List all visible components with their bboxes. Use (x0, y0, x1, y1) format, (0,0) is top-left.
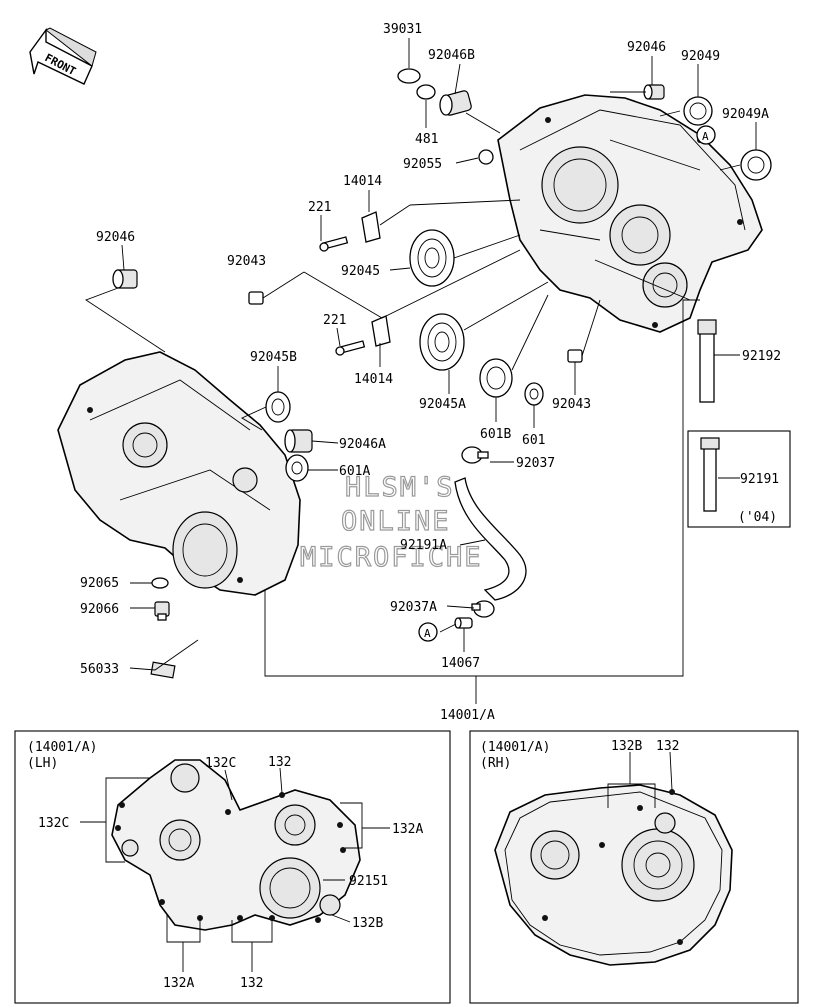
watermark-line2: ONLINE (341, 506, 451, 537)
o-ring-92055 (478, 149, 494, 165)
label-39031: 39031 (383, 22, 422, 37)
label-481: 481 (415, 132, 438, 147)
needle-bearing-92046b (439, 90, 472, 116)
label-92043-a: 92043 (227, 254, 266, 269)
tube-92191 (700, 437, 720, 512)
inset-lh-subtitle: (LH) (27, 756, 58, 771)
plate-14014-b (371, 315, 391, 347)
needle-bearing-92046-top (643, 84, 665, 100)
label-92045: 92045 (341, 264, 380, 279)
plug-92066 (154, 601, 170, 621)
clamp-92037 (461, 446, 489, 464)
label-14067: 14067 (441, 656, 480, 671)
hose-92191a (454, 477, 527, 601)
label-92045b: 92045B (250, 350, 297, 365)
label-601b: 601B (480, 427, 511, 442)
label-92049: 92049 (681, 49, 720, 64)
inset-lh-label-132c-left: 132C (38, 816, 69, 831)
inset-rh: (14001/A) (RH) 132B 132 (469, 730, 799, 1004)
label-14001a: 14001/A (440, 708, 495, 723)
needle-bearing-92046-left (112, 269, 138, 289)
ball-bearing-92045 (409, 229, 455, 287)
inset-lh-label-92151: 92151 (349, 874, 388, 889)
inset-lh-label-132c-top: 132C (205, 756, 236, 771)
label-92065: 92065 (80, 576, 119, 591)
oil-seal-92049a (740, 149, 772, 181)
watermark-line3: MICROFICHE (300, 542, 483, 573)
label-92049a: 92049A (722, 107, 769, 122)
label-92046b: 92046B (428, 48, 475, 63)
inset-lh-label-132a-bottom: 132A (163, 976, 194, 991)
label-221-b: 221 (323, 313, 346, 328)
bearing-601b (479, 358, 513, 398)
label-92191: 92191 (740, 472, 779, 487)
label-92045a: 92045A (419, 397, 466, 412)
pin-92043-b (567, 349, 583, 363)
watermark: HLSM'S ONLINE MICROFICHE (299, 471, 483, 573)
watermark-line1: HLSM'S (345, 472, 455, 503)
label-601: 601 (522, 433, 545, 448)
fitting-14067 (454, 617, 473, 629)
inset-lh-label-132-top: 132 (268, 755, 291, 770)
inset-lh: (14001/A) (LH) 132C (14, 730, 451, 1004)
label-92192: 92192 (742, 349, 781, 364)
callout-a-circle-1 (696, 125, 716, 145)
inset-lh-label-132-bottom: 132 (240, 976, 263, 991)
screw-221-a (319, 236, 349, 252)
plate-14014-a (361, 211, 381, 243)
needle-bearing-92046a (284, 429, 313, 453)
inset-rh-subtitle: (RH) (480, 756, 511, 771)
callout-a-circle-2 (418, 622, 438, 642)
label-04: ('04) (738, 510, 777, 525)
crankcase-lh-illustration (57, 351, 301, 596)
part-labels: 39031 92046B 481 92055 92046 92049 92049… (80, 22, 781, 723)
ball-bearing-92045a (419, 313, 465, 371)
bearing-601a (285, 454, 309, 482)
front-arrow-icon: FRONT (29, 27, 97, 85)
label-92046a: 92046A (339, 437, 386, 452)
inset-rh-label-132b: 132B (611, 739, 642, 754)
label-92046-left: 92046 (96, 230, 135, 245)
inset-lh-label-132a-right: 132A (392, 822, 423, 837)
label-92037: 92037 (516, 456, 555, 471)
screw-221-b (335, 340, 366, 356)
callout-a-label-2: A (424, 627, 431, 640)
tube-92192 (697, 319, 717, 403)
inset-rh-title: (14001/A) (480, 740, 550, 755)
label-221-a: 221 (308, 200, 331, 215)
label-92066: 92066 (80, 602, 119, 617)
callout-a-label-1: A (702, 130, 709, 143)
inset-box-92191 (687, 430, 791, 528)
ring-481 (416, 84, 436, 100)
bearing-601 (524, 382, 544, 406)
clamp-92037a (471, 600, 495, 618)
washer-92065 (151, 577, 169, 589)
crankcase-rh-illustration (497, 94, 763, 333)
label-92043-b: 92043 (552, 397, 591, 412)
inset-rh-label-132: 132 (656, 739, 679, 754)
circlip-39031 (397, 68, 421, 84)
pin-92043-a (248, 291, 264, 305)
label-14014-a: 14014 (343, 174, 382, 189)
leader-lines (85, 38, 757, 704)
label-92055: 92055 (403, 157, 442, 172)
label-56033: 56033 (80, 662, 119, 677)
label-92046-top: 92046 (627, 40, 666, 55)
inset-lh-label-132b: 132B (352, 916, 383, 931)
oil-seal-92049 (683, 96, 713, 126)
label-601a: 601A (339, 464, 370, 479)
label-14014-b: 14014 (354, 372, 393, 387)
ball-bearing-92045b (265, 391, 291, 423)
label-92191a: 92191A (400, 538, 447, 553)
inset-lh-title: (14001/A) (27, 740, 97, 755)
label-92037a: 92037A (390, 600, 437, 615)
